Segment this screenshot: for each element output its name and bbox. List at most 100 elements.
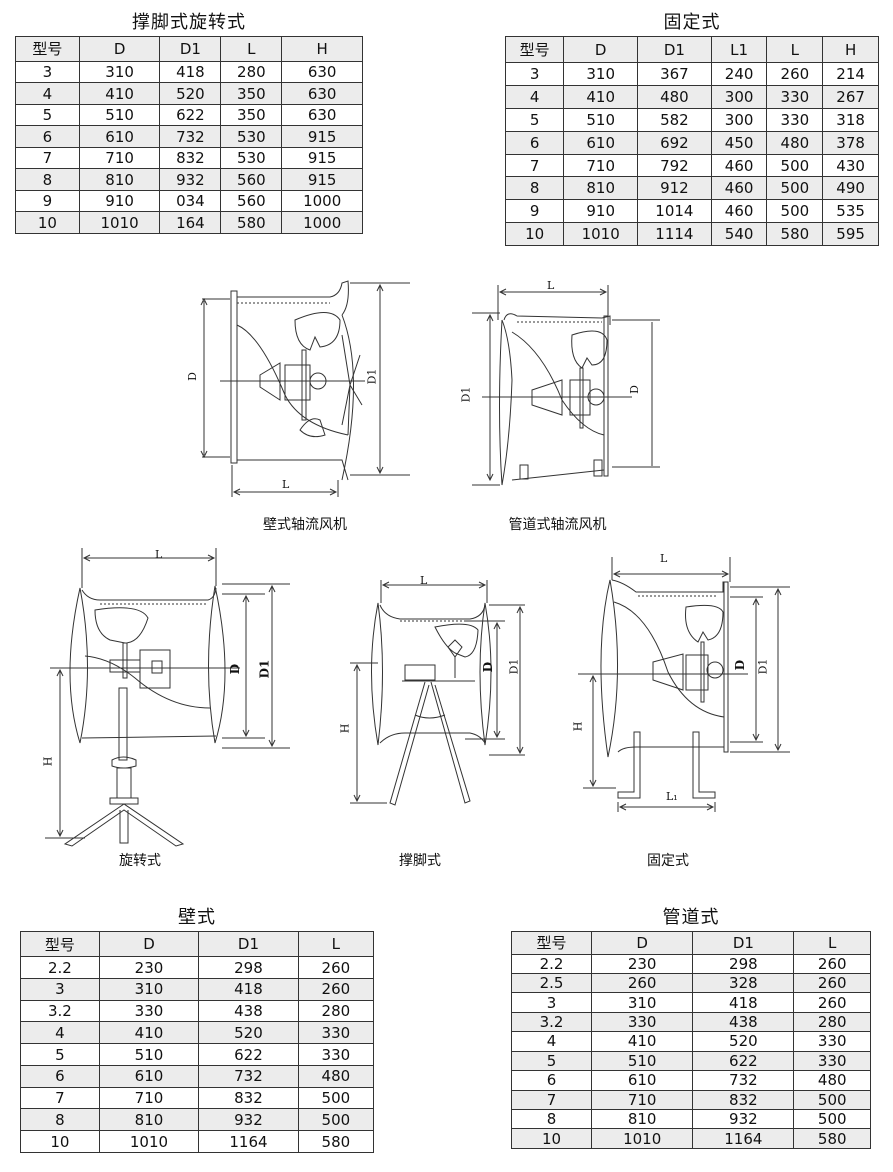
table-cell: 932 (692, 1109, 795, 1130)
table-cell: 692 (637, 130, 712, 155)
table-cell: 915 (281, 125, 363, 148)
table-cell: 350 (220, 82, 283, 105)
table-title: 固定式 (663, 12, 721, 33)
dim-label-D1: D1 (507, 658, 521, 675)
table-cell: 460 (710, 176, 768, 201)
column-header: D (591, 931, 694, 955)
table-cell: 4 (504, 85, 565, 110)
table-cell: 3 (504, 62, 565, 87)
table-cell: 9 (15, 189, 80, 213)
table-cell: 298 (198, 956, 299, 979)
table-cell: 3 (20, 977, 100, 1001)
table-cell: 418 (692, 992, 795, 1013)
drawing-caption: 固定式 (647, 853, 689, 869)
table-cell: 318 (822, 108, 879, 132)
table-cell: 710 (563, 153, 639, 178)
table-cell: 418 (198, 977, 299, 1001)
dim-label-D1: D1 (365, 368, 379, 385)
table-cell: 832 (692, 1089, 795, 1111)
table-cell: 5 (510, 1050, 593, 1072)
table-cell: 500 (297, 1086, 375, 1110)
dim-label-L1: L₁ (666, 790, 678, 803)
table-cell: 580 (297, 1130, 375, 1153)
table-cell: 260 (591, 972, 694, 994)
table-cell: 560 (220, 168, 283, 191)
table-cell: 580 (793, 1128, 871, 1149)
column-header: D1 (637, 35, 712, 64)
table-cell: 3 (15, 60, 80, 84)
table-cell: 732 (198, 1064, 299, 1088)
table-cell: 3.2 (510, 1011, 593, 1033)
table-cell: 810 (591, 1109, 694, 1130)
dim-label-D1: D1 (756, 658, 770, 675)
table-cell: 535 (822, 199, 879, 224)
table-cell: 710 (78, 146, 161, 170)
table-cell: 595 (822, 222, 879, 246)
table-cell: 520 (692, 1031, 795, 1052)
table-cell: 530 (220, 146, 283, 170)
table-cell: 8 (20, 1108, 100, 1132)
table-cell: 330 (98, 999, 200, 1023)
table-cell: 6 (510, 1070, 593, 1091)
table-cell: 230 (98, 956, 200, 979)
table-cell: 10 (15, 211, 80, 234)
wall-fan-drawing (190, 275, 420, 505)
table-cell: 480 (793, 1070, 871, 1091)
table-cell: 260 (793, 992, 871, 1013)
table-cell: 500 (766, 199, 824, 224)
table-cell: 298 (692, 953, 795, 974)
dim-label-H: H (338, 723, 352, 734)
table-cell: 418 (159, 60, 222, 84)
table-cell: 630 (281, 60, 363, 84)
table-cell: 8 (510, 1109, 593, 1130)
table-cell: 330 (297, 1043, 375, 1066)
table-cell: 630 (281, 103, 363, 127)
prop-fan-drawing (345, 575, 535, 810)
table-cell: 1164 (692, 1128, 795, 1149)
table-cell: 500 (766, 176, 824, 201)
table-cell: 328 (692, 972, 795, 994)
table-cell: 330 (297, 1021, 375, 1045)
table-cell: 622 (159, 103, 222, 127)
dim-label-H: H (41, 756, 55, 767)
table-cell: 460 (710, 153, 768, 178)
table-cell: 1164 (198, 1130, 299, 1153)
table-cell: 310 (78, 60, 161, 84)
table-cell: 582 (637, 108, 712, 132)
dim-label-L: L (660, 552, 668, 565)
table-cell: 580 (766, 222, 824, 246)
table-cell: 622 (692, 1050, 795, 1072)
table-cell: 6 (504, 130, 565, 155)
dim-label-L: L (155, 548, 163, 561)
table-cell: 1010 (98, 1130, 200, 1153)
table-cell: 932 (159, 168, 222, 191)
table-cell: 438 (198, 999, 299, 1023)
table-cell: 330 (766, 108, 824, 132)
table-cell: 910 (78, 189, 161, 213)
table-cell: 034 (159, 189, 222, 213)
table-title: 壁式 (178, 907, 216, 928)
table-cell: 260 (793, 972, 871, 994)
table-cell: 330 (591, 1011, 694, 1033)
table-cell: 915 (281, 146, 363, 170)
table-cell: 1000 (281, 211, 363, 234)
column-header: H (822, 35, 879, 64)
drawing-caption: 壁式轴流风机 (263, 517, 347, 533)
dim-label-D: D (228, 663, 243, 675)
dim-label-D1: D1 (257, 659, 272, 679)
table-cell: 10 (20, 1130, 100, 1153)
table-cell: 500 (766, 153, 824, 178)
